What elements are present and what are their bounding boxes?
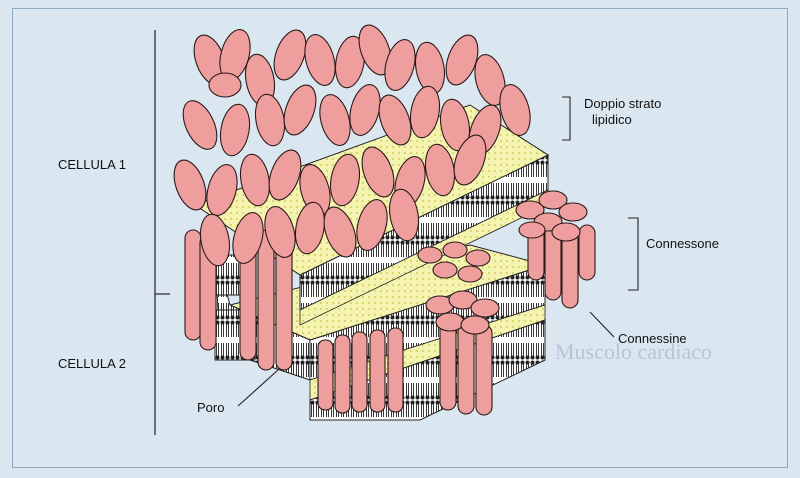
label-doppio-line2: lipidico: [592, 112, 632, 127]
label-doppio-strato: Doppio strato lipidico: [584, 96, 661, 128]
label-cellula-2: CELLULA 2: [58, 356, 126, 371]
label-connessone: Connessone: [646, 236, 719, 251]
lower-connexon-cluster: [417, 241, 500, 335]
label-doppio-line1: Doppio strato: [584, 96, 662, 111]
label-cellula-1: CELLULA 1: [58, 157, 126, 172]
label-connessine: Connessine: [618, 331, 687, 346]
leader-lines: [237, 96, 639, 407]
connexon-detached: [515, 190, 596, 309]
label-poro: Poro: [197, 400, 225, 415]
cell-brackets: [154, 30, 170, 435]
background-heading: Muscolo cardiaco: [555, 339, 712, 364]
surface-proteins: [173, 24, 531, 267]
figure-frame: [12, 8, 788, 468]
